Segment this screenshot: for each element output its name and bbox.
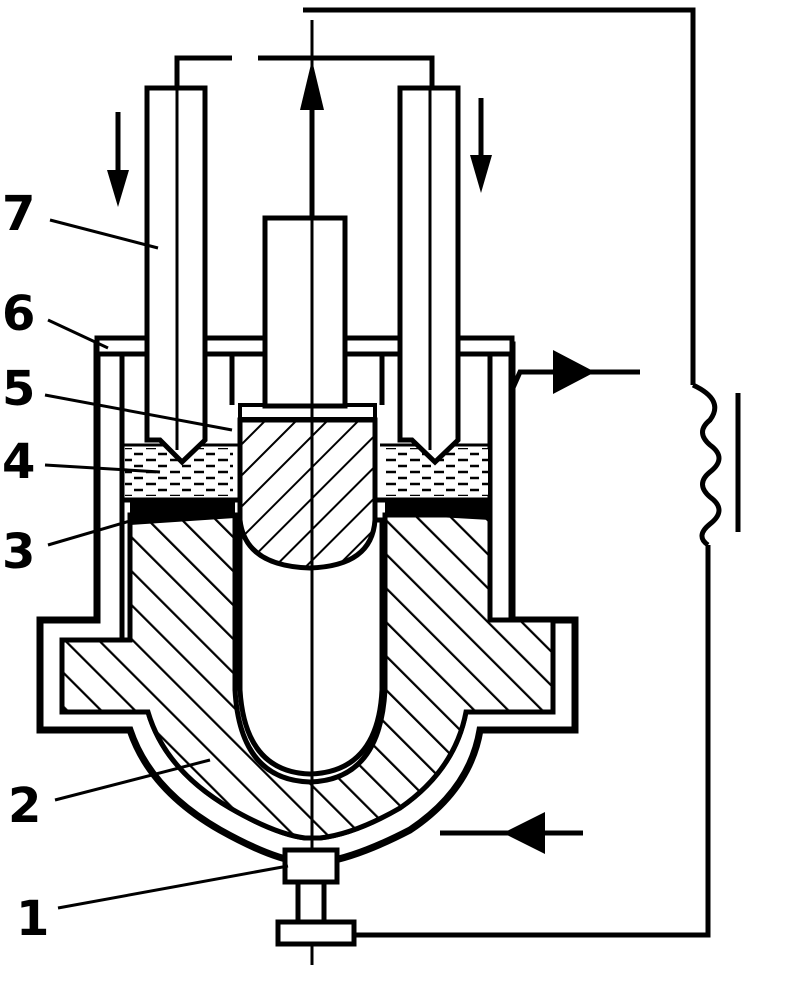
- callouts: 7 6 5 4 3 2 1: [2, 186, 49, 947]
- callout-3: 3: [2, 524, 35, 580]
- central-rod: [262, 20, 348, 965]
- outlet-arrow: [509, 350, 640, 394]
- mould-body: [59, 512, 556, 841]
- inlet-arrow: [440, 812, 583, 854]
- callout-7: 7: [2, 186, 35, 242]
- manifold: [174, 55, 435, 88]
- plunger: [237, 403, 378, 571]
- down-arrow-left: [107, 112, 129, 207]
- shaft-chamber: [122, 443, 490, 496]
- callout-5: 5: [2, 361, 35, 417]
- callout-2: 2: [8, 778, 41, 834]
- inductor-coil: [691, 382, 741, 548]
- callout-1: 1: [16, 891, 49, 947]
- bottom-fitting: [275, 847, 357, 947]
- callout-4: 4: [2, 434, 35, 490]
- down-arrow-right: [470, 98, 492, 193]
- feed-tube-left: [144, 85, 208, 466]
- callout-6: 6: [2, 286, 35, 342]
- leader-lines: [44, 218, 289, 910]
- feed-tube-right: [397, 85, 461, 466]
- circuit-wire: [303, 7, 711, 938]
